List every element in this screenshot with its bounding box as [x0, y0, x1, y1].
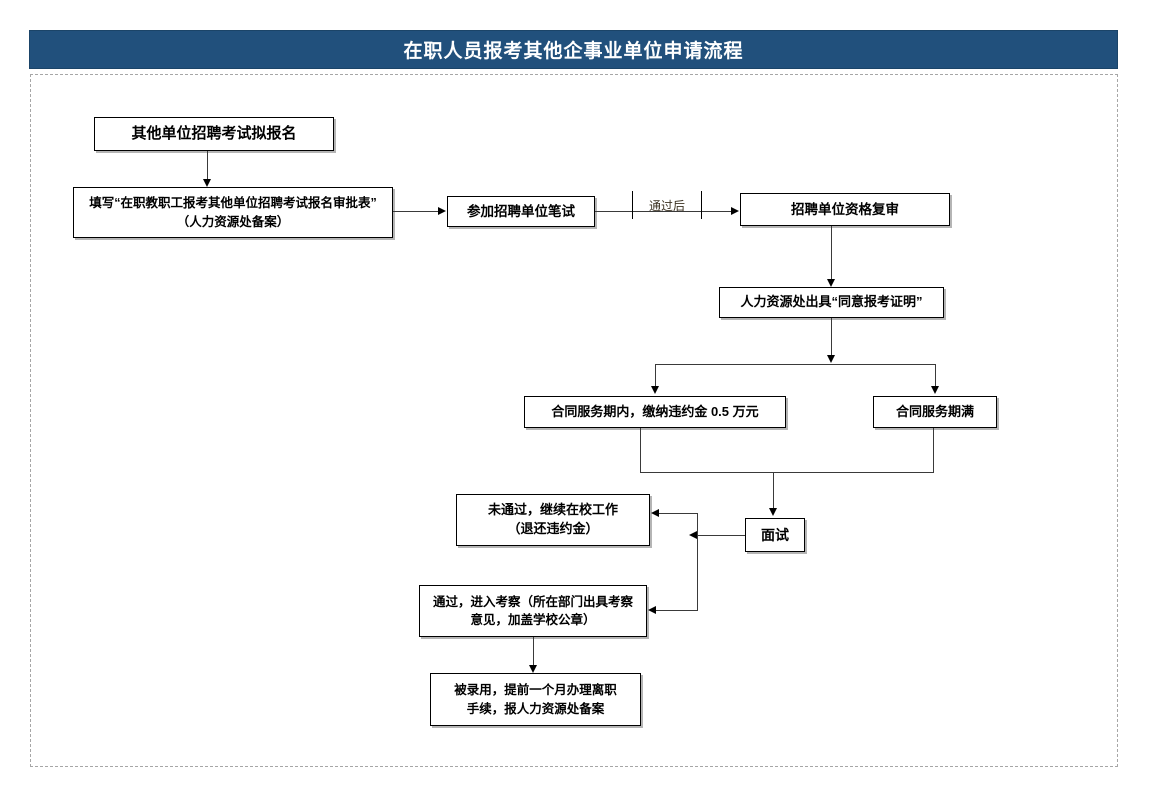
connector-n2-n3 [393, 211, 438, 212]
node-within-contract-penalty[interactable]: 合同服务期内，缴纳违约金 0.5 万元 [524, 396, 786, 428]
arrowhead-n11-n12 [528, 665, 537, 673]
arrowhead-bus-n8 [930, 386, 939, 394]
arrowhead-n2-n3 [438, 206, 446, 215]
connector-n11-n12 [533, 637, 534, 665]
arrowhead-n9-junction [689, 530, 697, 539]
page-title-bar: 在职人员报考其他企事业单位申请流程 [29, 30, 1118, 69]
connector-merge-n9 [773, 472, 774, 508]
page-title: 在职人员报考其他企事业单位申请流程 [403, 41, 744, 62]
connector-n5-n6 [831, 226, 832, 279]
node-label: 面试 [761, 526, 789, 543]
node-qualification-review[interactable]: 招聘单位资格复审 [740, 193, 950, 226]
connector-bus-n8 [935, 364, 936, 386]
node-label: 合同服务期内，缴纳违约金 0.5 万元 [551, 403, 759, 419]
connector-n3-n5 [595, 211, 731, 212]
connector-n8-merge [933, 428, 934, 473]
junction-vertical-branch [697, 513, 698, 611]
node-passed-investigation[interactable]: 通过，进入考察（所在部门出具考察 意见，加盖学校公章） [419, 585, 647, 637]
merge-bus-to-interview [640, 472, 934, 473]
node-interview[interactable]: 面试 [745, 518, 805, 552]
node-fill-approval-form[interactable]: 填写“在职教职工报考其他单位招聘考试报名审批表” （人力资源处备案） [73, 187, 393, 238]
node-failed-stay-at-school[interactable]: 未通过，继续在校工作 （退还违约金） [456, 494, 650, 546]
connector-junction-n10 [659, 513, 698, 514]
node-label: 填写“在职教职工报考其他单位招聘考试报名审批表” （人力资源处备案） [89, 196, 377, 229]
arrowhead-bus-n7 [650, 386, 659, 394]
node-label: 合同服务期满 [895, 403, 974, 419]
node-hired-resignation[interactable]: 被录用，提前一个月办理离职 手续，报人力资源处备案 [430, 673, 641, 726]
arrowhead-n1-n2 [202, 179, 211, 187]
node-label: 被录用，提前一个月办理离职 手续，报人力资源处备案 [454, 683, 617, 716]
node-contract-expired[interactable]: 合同服务期满 [873, 396, 997, 428]
node-label: 参加招聘单位笔试 [467, 203, 575, 219]
node-label: 通过，进入考察（所在部门出具考察 意见，加盖学校公章） [432, 594, 633, 627]
connector-n1-n2 [207, 151, 208, 179]
node-hr-consent-certificate[interactable]: 人力资源处出具“同意报考证明” [719, 287, 944, 318]
connector-n9-junction [697, 535, 745, 536]
node-label: 人力资源处出具“同意报考证明” [740, 294, 923, 310]
split-bus-n6 [655, 364, 935, 365]
node-written-exam[interactable]: 参加招聘单位笔试 [447, 196, 595, 227]
arrowhead-merge-n9 [768, 508, 777, 516]
node-apply-intent[interactable]: 其他单位招聘考试拟报名 [94, 117, 334, 151]
node-label: 其他单位招聘考试拟报名 [131, 125, 297, 143]
arrowhead-junction-n11 [648, 605, 656, 614]
node-label: 未通过，继续在校工作 （退还违约金） [487, 502, 618, 536]
connector-bus-n7 [655, 364, 656, 386]
edge-label-passed: 通过后 [632, 191, 702, 219]
connector-n6-bus [831, 318, 832, 355]
arrowhead-n6-bus [826, 355, 835, 363]
edge-label-text: 通过后 [648, 198, 685, 213]
connector-n7-merge [640, 428, 641, 473]
node-label: 招聘单位资格复审 [791, 201, 899, 217]
arrowhead-n3-n5 [731, 206, 739, 215]
connector-junction-n11 [656, 610, 698, 611]
arrowhead-n5-n6 [826, 279, 835, 287]
arrowhead-junction-n10 [651, 508, 659, 517]
diagram-frame [30, 74, 1118, 767]
